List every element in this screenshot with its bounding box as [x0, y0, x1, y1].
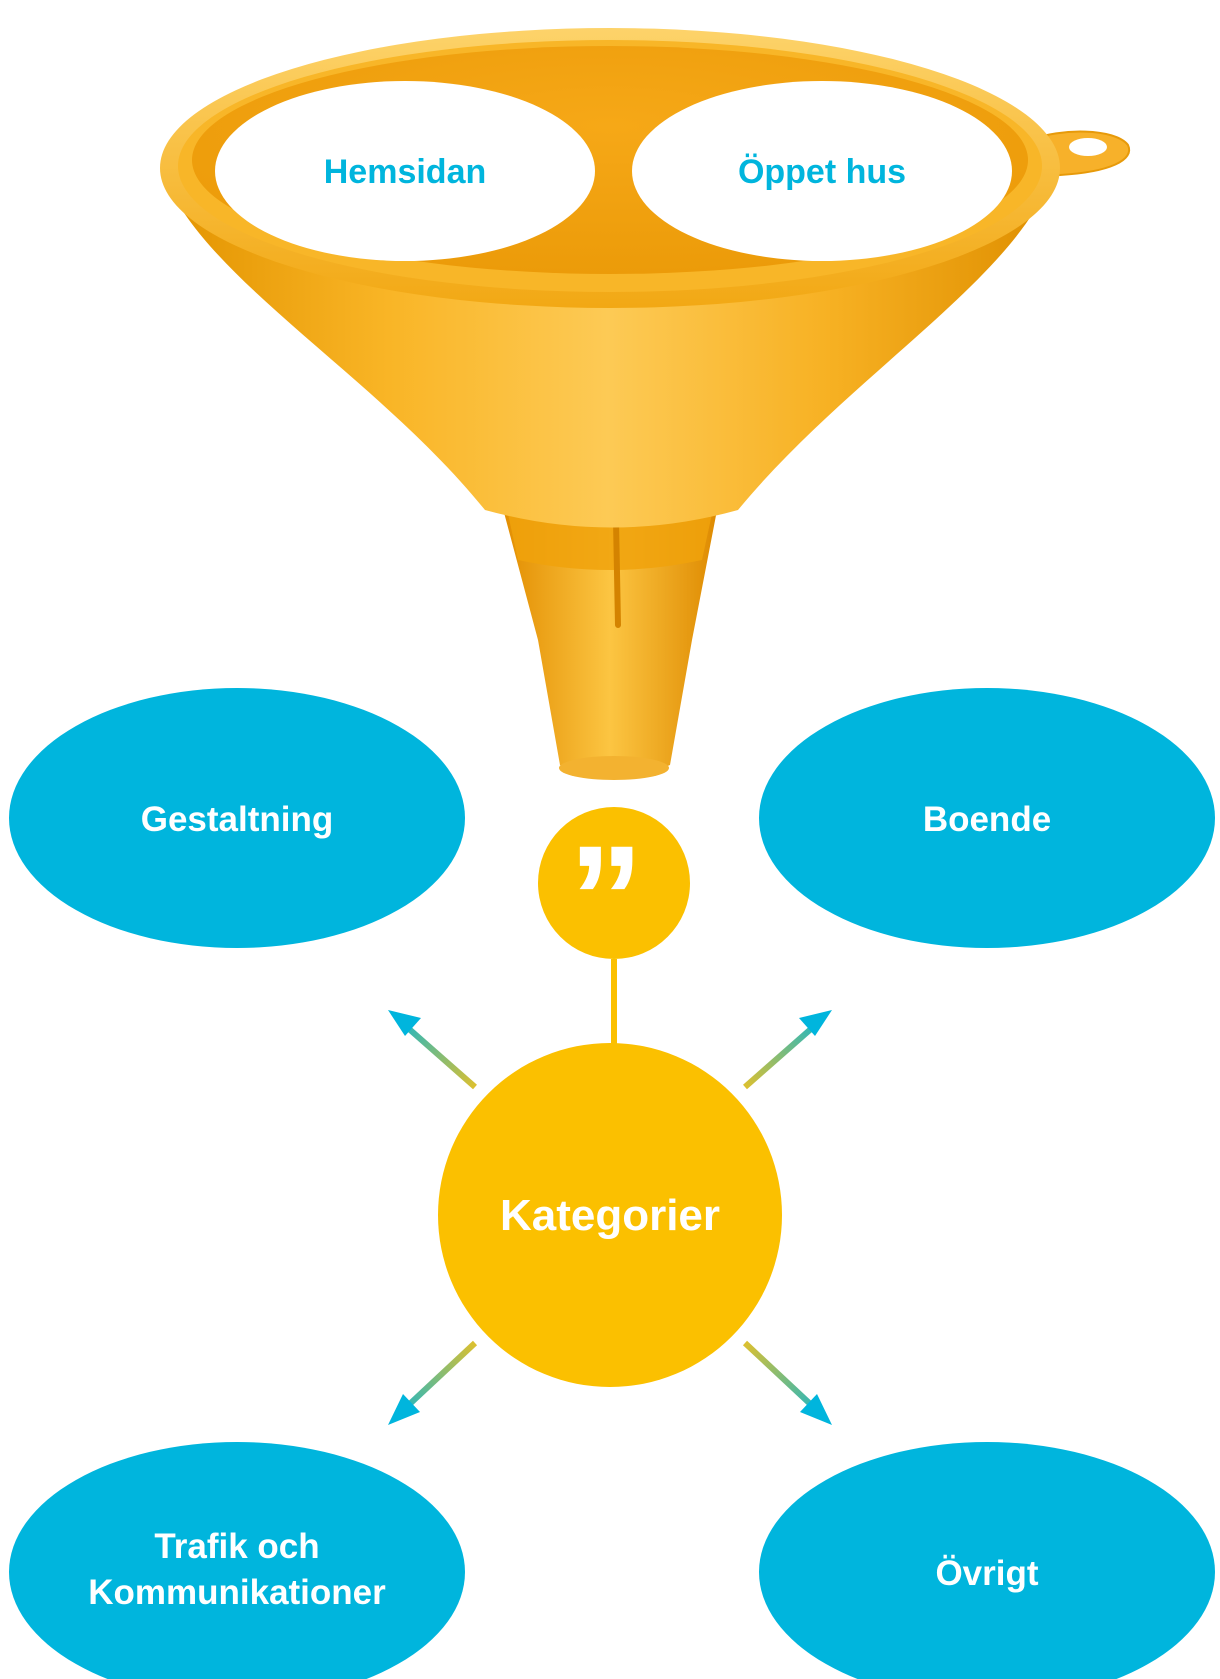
category-label: Övrigt: [935, 1554, 1038, 1593]
category-trafik: Trafik och Kommunikationer: [9, 1442, 465, 1679]
category-label-line-2: Kommunikationer: [88, 1573, 386, 1612]
quote-circle: [538, 807, 690, 959]
center-label: Kategorier: [500, 1191, 720, 1240]
arrow-to-boende: [743, 1010, 832, 1090]
category-label-line-1: Trafik och: [154, 1527, 319, 1566]
category-gestaltning: Gestaltning: [9, 688, 465, 948]
category-bubble: [9, 1442, 465, 1679]
arrow-shaft: [396, 1340, 478, 1417]
category-bubble: [759, 1442, 1215, 1679]
arrow-shaft: [398, 1018, 477, 1090]
arrow-to-ovrigt: [742, 1340, 832, 1425]
category-ovrigt: Övrigt: [759, 1442, 1215, 1679]
arrow-shaft: [743, 1018, 822, 1090]
arrow-head: [388, 1010, 421, 1036]
arrow-head: [800, 1394, 832, 1425]
input-bubble: [215, 81, 595, 261]
input-bubble: [632, 81, 1012, 261]
input-oppet-hus: Öppet hus: [632, 81, 1012, 261]
funnel-spout: [502, 505, 718, 778]
funnel-spout-rib: [613, 517, 621, 628]
arrow-to-trafik: [388, 1340, 478, 1425]
arrow-to-gestaltning: [388, 1010, 477, 1090]
input-label: Hemsidan: [324, 153, 487, 191]
funnel-spout-tip: [559, 756, 669, 780]
funnel-tab-hole: [1069, 138, 1107, 156]
quote-icon: ”: [569, 814, 644, 982]
input-label: Öppet hus: [738, 153, 906, 191]
arrow-shaft: [742, 1340, 824, 1417]
category-bubble: [759, 688, 1215, 948]
input-hemsidan: Hemsidan: [215, 81, 595, 261]
category-label: Gestaltning: [141, 800, 334, 839]
center-node: Kategorier: [438, 1043, 782, 1387]
category-bubble: [9, 688, 465, 948]
quote-node: ”: [538, 807, 690, 982]
arrow-head: [799, 1010, 832, 1036]
center-circle: [438, 1043, 782, 1387]
category-label: Boende: [923, 800, 1051, 839]
category-boende: Boende: [759, 688, 1215, 948]
arrow-head: [388, 1394, 420, 1425]
